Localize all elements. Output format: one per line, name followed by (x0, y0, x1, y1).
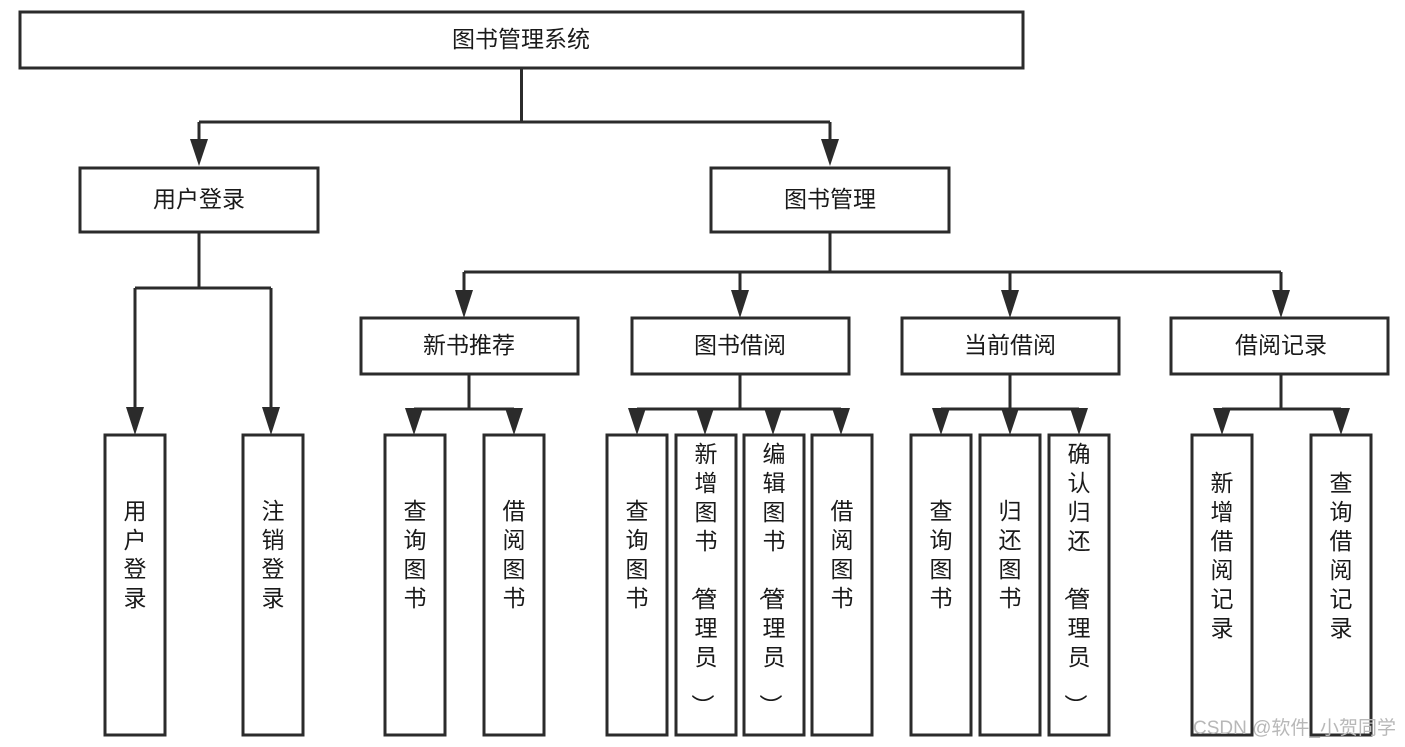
node-leaf-user-logout[interactable]: 注销登录 (241, 433, 305, 737)
node-user-login-label: 用户登录 (153, 186, 245, 212)
connector-group-current-borrow (932, 374, 1088, 435)
node-leaf-user-login-box[interactable] (103, 433, 167, 737)
arrow-head-leaf-edit-book (764, 408, 782, 435)
watermark-text: CSDN @软件_小贺同学 (1193, 717, 1396, 739)
node-user-login[interactable]: 用户登录 (78, 166, 320, 234)
node-leaf-query-book-3-label: 查询图书 (930, 498, 953, 611)
node-leaf-confirm-return[interactable]: 确认归还（管理员） (1047, 433, 1111, 737)
node-leaf-query-book-3-box[interactable] (909, 433, 973, 737)
node-leaf-borrow-book-2[interactable]: 借阅图书 (810, 433, 874, 737)
node-leaf-borrow-book-1[interactable]: 借阅图书 (482, 433, 546, 737)
arrow-head-leaf-confirm-return (1070, 408, 1088, 435)
node-leaf-query-record[interactable]: 查询借阅记录 (1309, 433, 1373, 737)
arrow-head-new-book-recommend (455, 290, 473, 318)
arrow-head-leaf-query-record (1332, 408, 1350, 435)
node-borrow-record-label: 借阅记录 (1235, 332, 1327, 358)
node-leaf-borrow-book-2-label: 借阅图书 (831, 498, 854, 611)
arrow-head-leaf-return-book (1001, 408, 1019, 435)
node-book-borrow-box[interactable] (630, 316, 851, 376)
node-user-login-box[interactable] (78, 166, 320, 234)
arrow-head-leaf-add-book (696, 408, 714, 435)
arrow-head-leaf-add-record (1213, 408, 1231, 435)
connector-group-new-book-recommend (405, 374, 523, 435)
node-leaf-confirm-return-label: 确认归还（管理员） (1063, 441, 1091, 717)
node-book-manage-box[interactable] (709, 166, 951, 234)
node-leaf-query-book-2[interactable]: 查询图书 (605, 433, 669, 737)
arrow-head-leaf-borrow-book-1 (505, 408, 523, 435)
node-leaf-return-book-label: 归还图书 (999, 498, 1022, 611)
arrow-head-leaf-query-book-3 (932, 408, 950, 435)
node-leaf-return-book-box[interactable] (978, 433, 1042, 737)
node-leaf-user-login[interactable]: 用户登录 (103, 433, 167, 737)
node-current-borrow[interactable]: 当前借阅 (900, 316, 1121, 376)
node-leaf-query-book-1-label: 查询图书 (404, 498, 427, 611)
arrow-head-leaf-user-login (126, 407, 144, 435)
connector-group-user-login (126, 232, 280, 435)
node-leaf-add-record[interactable]: 新增借阅记录 (1190, 433, 1254, 737)
node-book-borrow-label: 图书借阅 (694, 332, 786, 358)
node-leaf-query-record-label: 查询借阅记录 (1330, 470, 1353, 641)
node-leaf-borrow-book-2-box[interactable] (810, 433, 874, 737)
node-new-book-recommend-label: 新书推荐 (423, 332, 515, 358)
connector-group-book-borrow (628, 374, 850, 435)
node-new-book-recommend-box[interactable] (359, 316, 580, 376)
node-leaf-borrow-book-1-box[interactable] (482, 433, 546, 737)
arrow-head-leaf-user-logout (262, 407, 280, 435)
node-leaf-edit-book-box[interactable] (742, 433, 806, 737)
node-leaf-return-book[interactable]: 归还图书 (978, 433, 1042, 737)
node-book-manage-label: 图书管理 (784, 186, 876, 212)
node-leaf-add-record-box[interactable] (1190, 433, 1254, 737)
node-leaf-user-logout-label: 注销登录 (262, 498, 285, 611)
arrow-head-book-borrow (731, 290, 749, 318)
connector-group-book-manage (455, 232, 1290, 318)
node-leaf-query-book-1-box[interactable] (383, 433, 447, 737)
node-leaf-query-book-2-label: 查询图书 (626, 498, 649, 611)
arrow-head-current-borrow (1001, 290, 1019, 318)
node-current-borrow-label: 当前借阅 (964, 332, 1056, 358)
node-leaf-add-book[interactable]: 新增图书（管理员） (674, 433, 738, 737)
arrow-head-leaf-query-book-2 (628, 408, 646, 435)
node-leaf-query-book-1[interactable]: 查询图书 (383, 433, 447, 737)
node-new-book-recommend[interactable]: 新书推荐 (359, 316, 580, 376)
connector-group-root (190, 68, 839, 166)
node-leaf-add-book-label: 新增图书（管理员） (690, 441, 718, 717)
arrow-head-leaf-query-book-1 (405, 408, 423, 435)
node-leaf-query-record-box[interactable] (1309, 433, 1373, 737)
node-root-box[interactable] (18, 10, 1025, 70)
node-leaf-borrow-book-1-label: 借阅图书 (503, 498, 526, 611)
node-current-borrow-box[interactable] (900, 316, 1121, 376)
node-borrow-record-box[interactable] (1169, 316, 1390, 376)
node-leaf-add-book-box[interactable] (674, 433, 738, 737)
arrow-head-leaf-borrow-book-2 (832, 408, 850, 435)
node-leaf-query-book-3[interactable]: 查询图书 (909, 433, 973, 737)
node-leaf-user-login-label: 用户登录 (124, 498, 147, 611)
arrow-head-user-login (190, 139, 208, 166)
node-leaf-edit-book-label: 编辑图书（管理员） (758, 441, 786, 717)
node-leaf-confirm-return-box[interactable] (1047, 433, 1111, 737)
node-leaf-query-book-2-box[interactable] (605, 433, 669, 737)
node-root-label: 图书管理系统 (452, 26, 590, 52)
connector-group-borrow-record (1213, 374, 1350, 435)
arrow-head-book-manage (821, 139, 839, 166)
node-root[interactable]: 图书管理系统 (18, 10, 1025, 70)
arrow-head-borrow-record (1272, 290, 1290, 318)
node-leaf-user-logout-box[interactable] (241, 433, 305, 737)
node-leaf-edit-book[interactable]: 编辑图书（管理员） (742, 433, 806, 737)
node-borrow-record[interactable]: 借阅记录 (1169, 316, 1390, 376)
node-leaf-add-record-label: 新增借阅记录 (1211, 470, 1234, 641)
node-book-borrow[interactable]: 图书借阅 (630, 316, 851, 376)
node-book-manage[interactable]: 图书管理 (709, 166, 951, 234)
